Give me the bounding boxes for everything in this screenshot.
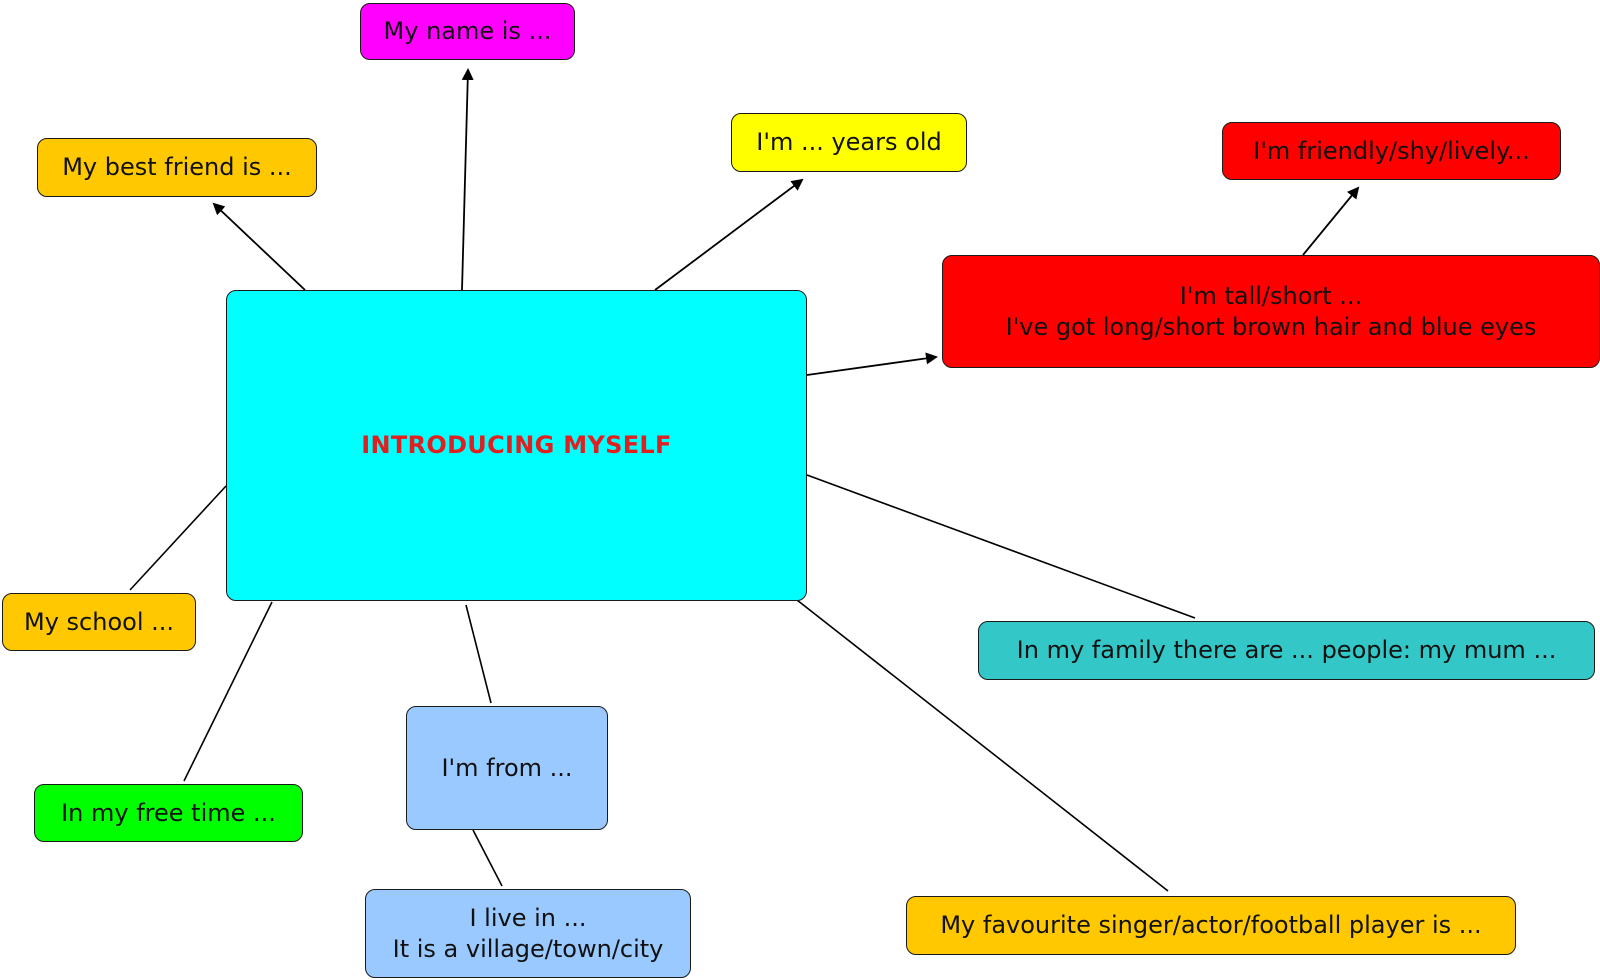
live-line-2: It is a village/town/city — [392, 934, 664, 963]
arrow-to-age — [654, 178, 804, 291]
arrow-to-best-friend — [212, 202, 306, 291]
appearance-line-1: I'm tall/short ... — [1179, 281, 1363, 310]
free-time-node-label: In my free time ... — [61, 798, 276, 827]
line-to-live — [472, 829, 503, 887]
central-topic-title: INTRODUCING MYSELF — [361, 431, 672, 459]
arrow-to-name — [461, 68, 474, 291]
from-node[interactable]: I'm from ... — [406, 706, 608, 830]
arrow-to-appearance — [806, 352, 938, 376]
name-node[interactable]: My name is ... — [360, 3, 575, 60]
from-node-label: I'm from ... — [441, 753, 573, 782]
best-friend-node[interactable]: My best friend is ... — [37, 138, 317, 197]
free-time-node[interactable]: In my free time ... — [34, 784, 303, 842]
personality-node[interactable]: I'm friendly/shy/lively... — [1222, 122, 1561, 180]
central-topic-node[interactable]: INTRODUCING MYSELF — [226, 290, 807, 601]
favourite-node[interactable]: My favourite singer/actor/football playe… — [906, 896, 1516, 955]
live-line-1: I live in ... — [469, 903, 587, 932]
line-to-favourite — [796, 599, 1169, 892]
appearance-node[interactable]: I'm tall/short ... I've got long/short b… — [942, 255, 1600, 368]
personality-node-label: I'm friendly/shy/lively... — [1253, 136, 1530, 165]
family-node-label: In my family there are ... people: my mu… — [1016, 636, 1557, 664]
best-friend-node-label: My best friend is ... — [62, 153, 292, 181]
favourite-node-label: My favourite singer/actor/football playe… — [940, 911, 1482, 939]
line-to-free-time — [183, 601, 273, 782]
live-node[interactable]: I live in ... It is a village/town/city — [365, 889, 691, 978]
appearance-line-2: I've got long/short brown hair and blue … — [1005, 312, 1537, 341]
school-node[interactable]: My school ... — [2, 593, 196, 651]
school-node-label: My school ... — [24, 607, 174, 636]
arrow-to-personality — [1302, 186, 1360, 256]
age-node[interactable]: I'm ... years old — [731, 113, 967, 172]
name-node-label: My name is ... — [383, 17, 552, 45]
line-to-from — [465, 604, 492, 704]
line-to-family — [806, 474, 1196, 619]
family-node[interactable]: In my family there are ... people: my mu… — [978, 621, 1595, 680]
line-to-school — [129, 485, 227, 591]
age-node-label: I'm ... years old — [756, 128, 942, 156]
